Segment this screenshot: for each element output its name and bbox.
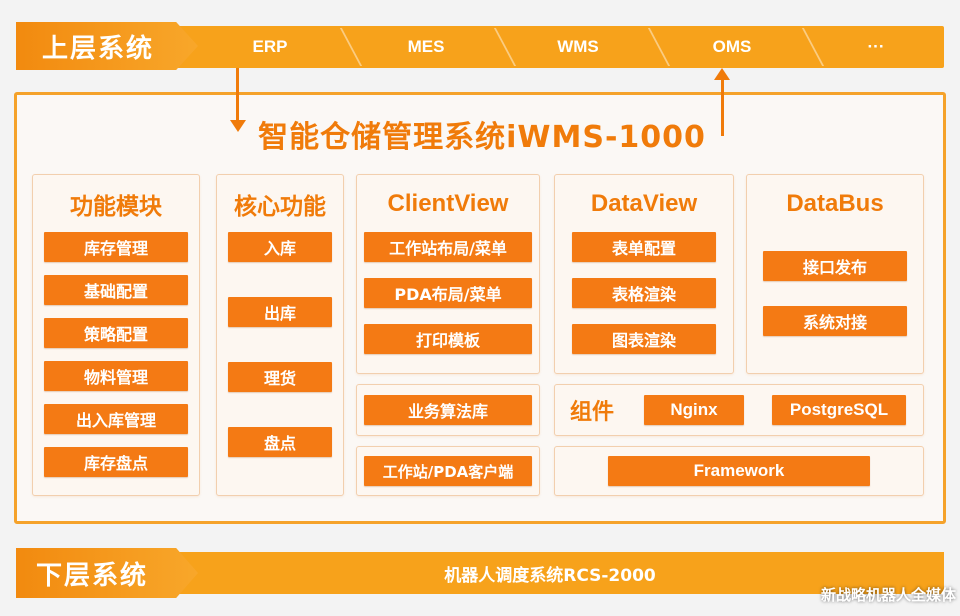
down-arrow-icon: [230, 120, 246, 132]
dataview-item: 表单配置: [572, 232, 716, 262]
dataview-item: 表格渲染: [572, 278, 716, 308]
up-arrow-icon: [714, 68, 730, 80]
clientview-title: ClientView: [387, 190, 509, 217]
databus-item: 接口发布: [763, 251, 907, 281]
rcs-system: 机器人调度系统RCS-2000: [444, 565, 656, 586]
component-postgresql: PostgreSQL: [772, 395, 906, 425]
module-item: 库存管理: [44, 232, 188, 262]
algorithm-library-item: 业务算法库: [364, 395, 532, 425]
module-item: 出入库管理: [44, 404, 188, 434]
upper-item-oms: OMS: [712, 37, 752, 56]
component-nginx: Nginx: [644, 395, 744, 425]
databus-item: 系统对接: [763, 306, 907, 336]
upper-item-erp: ERP: [252, 37, 288, 56]
module-item: 基础配置: [44, 275, 188, 305]
upper-systems-label: 上层系统: [16, 22, 198, 70]
upper-item-wms: WMS: [557, 37, 599, 56]
core-item: 出库: [228, 297, 332, 327]
module-item: 策略配置: [44, 318, 188, 348]
upper-item-mes: MES: [407, 37, 445, 56]
databus-title: DataBus: [786, 190, 884, 217]
dataview-title: DataView: [590, 190, 698, 217]
lower-systems-label: 下层系统: [16, 548, 198, 598]
core-item: 入库: [228, 232, 332, 262]
clientview-item: PDA布局/菜单: [364, 278, 532, 308]
client-item: 工作站/PDA客户端: [364, 456, 532, 486]
upper-item-more: ···: [867, 37, 885, 56]
up-arrow-shaft: [721, 78, 724, 136]
function-modules-title: 功能模块: [70, 194, 162, 220]
framework-item: Framework: [608, 456, 870, 486]
core-functions-title: 核心功能: [234, 194, 326, 220]
dataview-item: 图表渲染: [572, 324, 716, 354]
clientview-item: 打印模板: [364, 324, 532, 354]
core-item: 理货: [228, 362, 332, 392]
watermark: 新战略机器人全媒体: [820, 585, 956, 604]
core-item: 盘点: [228, 427, 332, 457]
main-title: 智能仓储管理系统iWMS-1000: [258, 120, 706, 155]
components-label: 组件: [570, 400, 615, 425]
clientview-item: 工作站布局/菜单: [364, 232, 532, 262]
down-arrow-shaft: [236, 68, 239, 122]
module-item: 库存盘点: [44, 447, 188, 477]
module-item: 物料管理: [44, 361, 188, 391]
